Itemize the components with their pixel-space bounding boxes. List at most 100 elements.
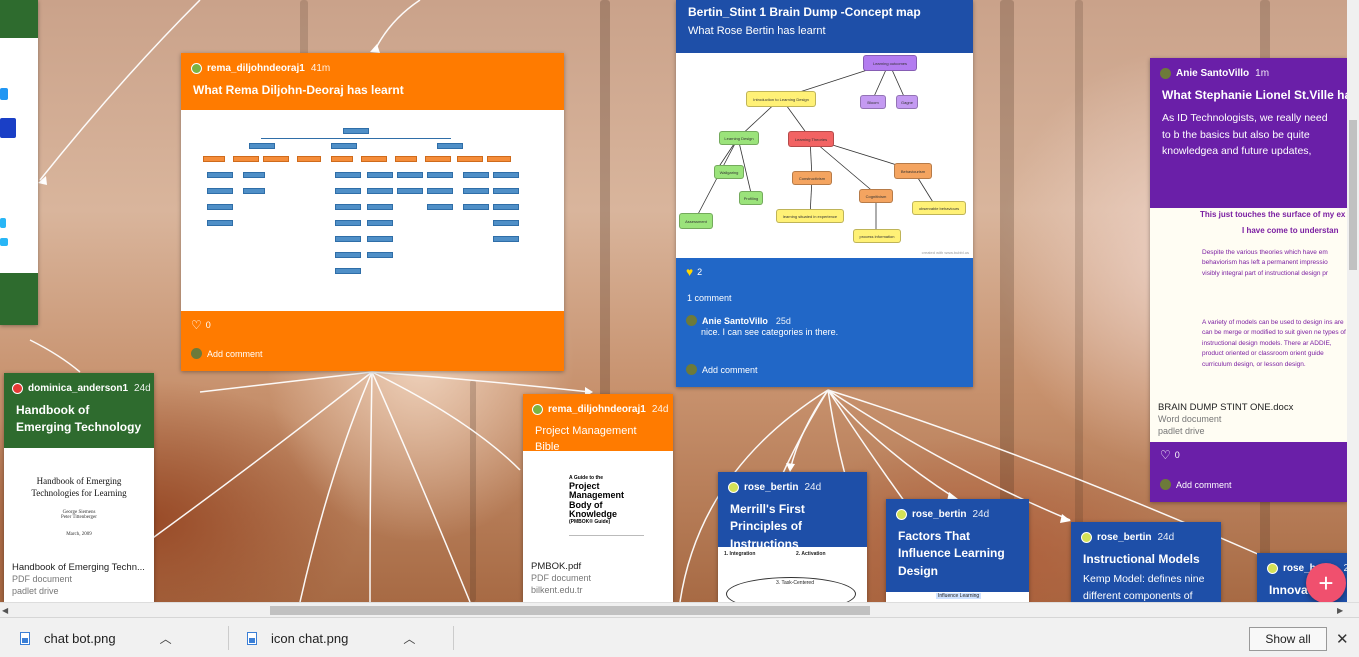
tree-node bbox=[335, 204, 361, 210]
card-stephanie[interactable]: Anie SantoVillo 1m What Stephanie Lionel… bbox=[1150, 58, 1347, 502]
chevron-up-icon[interactable]: ︿ bbox=[159, 631, 172, 646]
download-filename[interactable]: chat bot.png bbox=[44, 630, 116, 646]
add-comment-label[interactable]: Add comment bbox=[702, 364, 758, 375]
vertical-scrollbar[interactable] bbox=[1347, 0, 1359, 602]
card-author: rose_bertin 24d bbox=[886, 499, 1029, 520]
card-author: Anie SantoVillo 1m bbox=[1150, 58, 1347, 79]
horizontal-scroll-thumb[interactable] bbox=[270, 606, 870, 615]
show-all-button[interactable]: Show all bbox=[1249, 627, 1327, 651]
file-info[interactable]: PMBOK.pdf PDF document bilkent.edu.tr bbox=[523, 557, 673, 602]
tree-node bbox=[493, 220, 519, 226]
image-file-icon bbox=[247, 631, 257, 645]
add-comment-row[interactable]: Add comment bbox=[191, 348, 263, 359]
tree-node bbox=[203, 156, 225, 162]
author-name: Anie SantoVillo bbox=[1176, 68, 1250, 79]
cover-line: A Guide to the bbox=[569, 475, 603, 481]
download-filename[interactable]: icon chat.png bbox=[271, 630, 349, 646]
chevron-up-icon[interactable]: ︿ bbox=[403, 631, 416, 646]
book-cover-thumbnail[interactable]: A Guide to the Project Management Body o… bbox=[523, 451, 673, 557]
cover-rule bbox=[569, 535, 644, 545]
tree-node bbox=[437, 143, 463, 149]
heart-filled-icon[interactable]: ♥ bbox=[686, 265, 694, 279]
avatar bbox=[532, 404, 543, 415]
book-cover-thumbnail[interactable]: Handbook of Emerging Technologies for Le… bbox=[4, 448, 154, 558]
comment: Anie SantoVillo 25d bbox=[686, 315, 791, 326]
tree-node bbox=[243, 188, 265, 194]
doc-subheading: I have come to understan bbox=[1242, 226, 1339, 235]
tree-diagram-thumbnail[interactable] bbox=[181, 110, 564, 311]
divider bbox=[453, 626, 454, 650]
card-merrill[interactable]: rose_bertin 24d Merrill's First Principl… bbox=[718, 472, 867, 602]
heart-icon[interactable]: ♡ bbox=[191, 318, 202, 332]
comment-text: nice. I can see categories in there. bbox=[701, 327, 839, 337]
heart-icon[interactable]: ♡ bbox=[1160, 448, 1171, 462]
tree-node bbox=[397, 188, 423, 194]
close-icon[interactable]: ✕ bbox=[1336, 631, 1349, 648]
file-info[interactable]: Handbook of Emerging Techn... PDF docume… bbox=[4, 558, 154, 602]
like-count: 2 bbox=[697, 267, 703, 277]
like-row[interactable]: ♥ 2 bbox=[686, 265, 702, 279]
like-row[interactable]: ♡ 0 bbox=[191, 318, 211, 332]
file-name: PMBOK.pdf bbox=[531, 561, 582, 572]
card-author: rema_diljohndeoraj1 24d bbox=[523, 394, 673, 415]
tree-node bbox=[335, 236, 361, 242]
card-title: Handbook of Emerging Technology bbox=[16, 403, 142, 435]
scroll-left-arrow-icon[interactable]: ◀ bbox=[2, 606, 9, 615]
card-title: What Rema Diljohn-Deoraj has learnt bbox=[193, 83, 404, 97]
card-rema-pmbok[interactable]: rema_diljohndeoraj1 24d Project Manageme… bbox=[523, 394, 673, 602]
doc-item: A variety of models can be used to desig… bbox=[1202, 319, 1346, 368]
add-comment-label[interactable]: Add comment bbox=[1176, 479, 1232, 490]
like-row[interactable]: ♡ 0 bbox=[1160, 448, 1180, 462]
tree-node bbox=[425, 156, 451, 162]
card-title: Instructional Models bbox=[1083, 552, 1200, 566]
avatar bbox=[191, 63, 202, 74]
card-instructional-models[interactable]: rose_bertin 24d Instructional Models Kem… bbox=[1071, 522, 1221, 602]
avatar bbox=[1081, 532, 1092, 543]
vertical-scroll-thumb[interactable] bbox=[1349, 120, 1357, 270]
post-age: 24d bbox=[1343, 563, 1347, 574]
horizontal-scrollbar[interactable]: ◀ ▶ bbox=[0, 602, 1359, 617]
card-body: Kemp Model: defines nine different compo… bbox=[1083, 573, 1205, 602]
background-tree bbox=[470, 380, 476, 602]
card-title: What Stephanie Lionel St.Ville has bbox=[1162, 88, 1347, 102]
tree-node bbox=[331, 156, 353, 162]
cover-title: Project Management Body of Knowledge bbox=[569, 481, 625, 520]
file-type: PDF document bbox=[12, 574, 73, 585]
file-source: bilkent.edu.tr bbox=[531, 585, 583, 596]
diagram-thumbnail[interactable]: 1. Integration 2. Activation 3. Task-Cen… bbox=[718, 547, 867, 602]
card-author: rose_bertin 24d bbox=[718, 472, 867, 493]
download-item[interactable]: chat bot.png ︿ bbox=[20, 618, 172, 657]
image-thumbnail[interactable]: Influence Learning bbox=[886, 592, 1029, 602]
add-post-button[interactable]: + bbox=[1306, 563, 1346, 602]
tree-node bbox=[249, 143, 275, 149]
card-rose-concept-map[interactable]: Bertin_Stint 1 Brain Dump -Concept map W… bbox=[676, 0, 973, 387]
concept-node: Constructivism bbox=[792, 171, 832, 185]
concept-map-thumbnail[interactable]: Learning outcomes Introduction to Learni… bbox=[676, 53, 973, 258]
download-item[interactable]: icon chat.png ︿ bbox=[247, 618, 415, 657]
add-comment-row[interactable]: Add comment bbox=[686, 364, 758, 375]
concept-node: Gagne bbox=[896, 95, 918, 109]
scroll-right-arrow-icon[interactable]: ▶ bbox=[1337, 606, 1344, 615]
diagram-credit: created with www.bubbl.us bbox=[921, 250, 969, 255]
card-rema-learnt[interactable]: rema_diljohndeoraj1 41m What Rema Diljoh… bbox=[181, 53, 564, 371]
file-name: Handbook of Emerging Techn... bbox=[12, 562, 145, 573]
comment-count[interactable]: 1 comment bbox=[687, 293, 732, 303]
card-dominica[interactable]: dominica_anderson1 24d Handbook of Emerg… bbox=[4, 373, 154, 602]
diagram-label: 3. Task-Centered bbox=[776, 580, 814, 586]
background-tree bbox=[1000, 0, 1014, 602]
avatar bbox=[12, 383, 23, 394]
card-title: Merrill's First Principles of Instructio… bbox=[730, 502, 805, 551]
tree-node bbox=[463, 188, 489, 194]
add-comment-label[interactable]: Add comment bbox=[207, 348, 263, 359]
concept-node: Assessment bbox=[679, 213, 713, 229]
concept-node: learning situated in experience bbox=[776, 209, 844, 223]
file-info[interactable]: BRAIN DUMP STINT ONE.docx Word document … bbox=[1150, 398, 1347, 442]
tree-node bbox=[427, 204, 453, 210]
author-name: dominica_anderson1 bbox=[28, 383, 129, 394]
card-factors[interactable]: rose_bertin 24d Factors That Influence L… bbox=[886, 499, 1029, 602]
author-name: rema_diljohndeoraj1 bbox=[548, 404, 646, 415]
partial-card-left[interactable] bbox=[0, 0, 38, 325]
add-comment-row[interactable]: Add comment bbox=[1160, 479, 1232, 490]
author-name: rema_diljohndeoraj1 bbox=[207, 63, 305, 74]
card-subtitle: What Rose Bertin has learnt bbox=[688, 25, 826, 38]
